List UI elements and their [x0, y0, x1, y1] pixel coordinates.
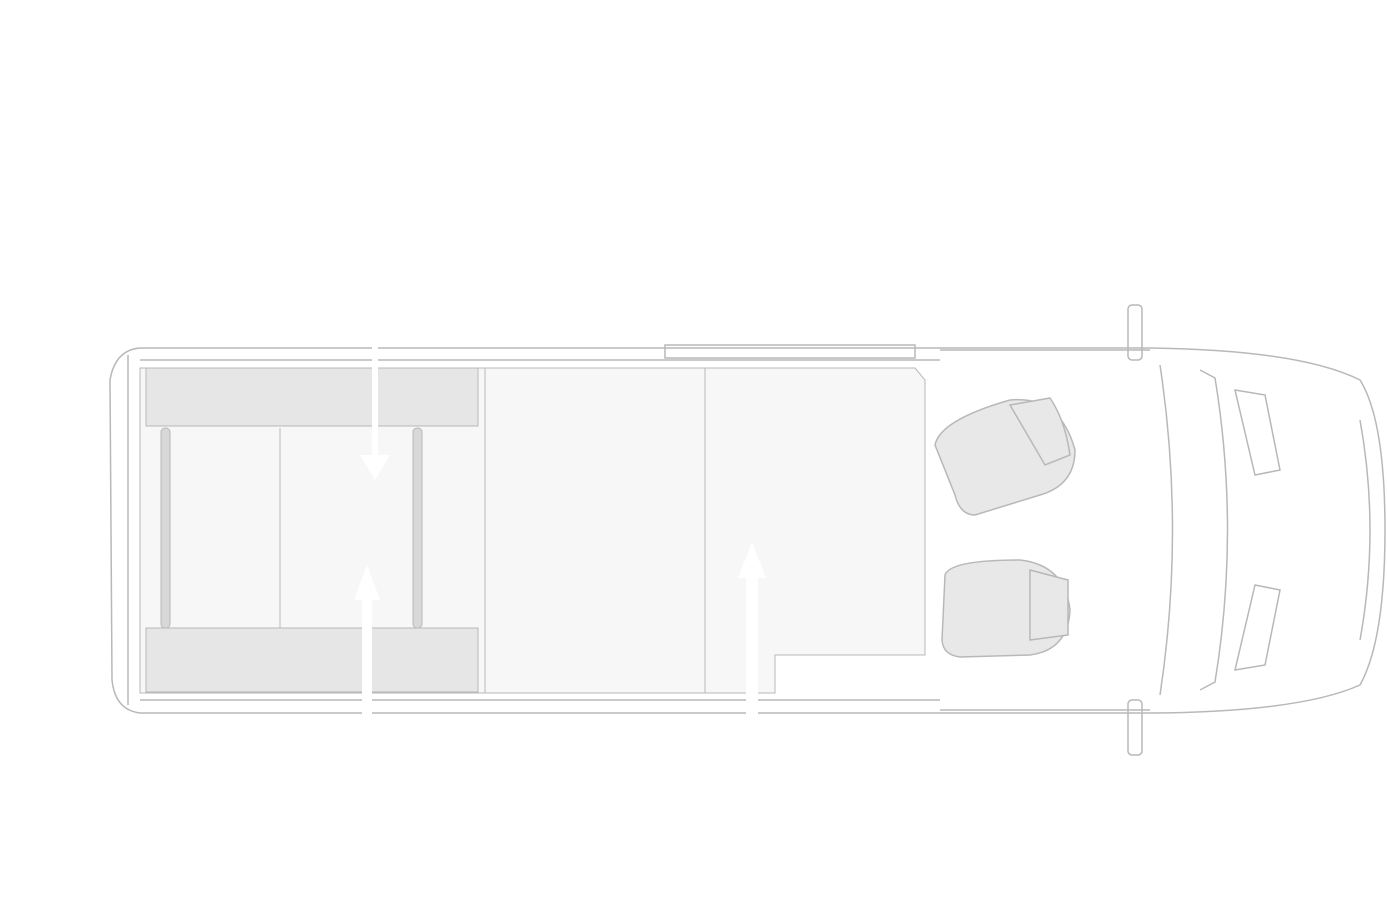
- direction-arrow: [738, 542, 766, 715]
- driver-seat: [934, 397, 1076, 516]
- direction-arrow: [360, 340, 390, 480]
- tie-down-rail-right: [412, 427, 423, 629]
- passenger-seat: [941, 559, 1071, 658]
- floor-panel-bottom: [145, 627, 479, 693]
- direction-arrows: [354, 340, 766, 715]
- van-body: [109, 304, 1386, 756]
- direction-arrow: [354, 565, 380, 715]
- cargo-floor: [139, 367, 926, 694]
- tie-down-rail-left: [160, 427, 171, 629]
- floor-panel-top: [145, 367, 479, 427]
